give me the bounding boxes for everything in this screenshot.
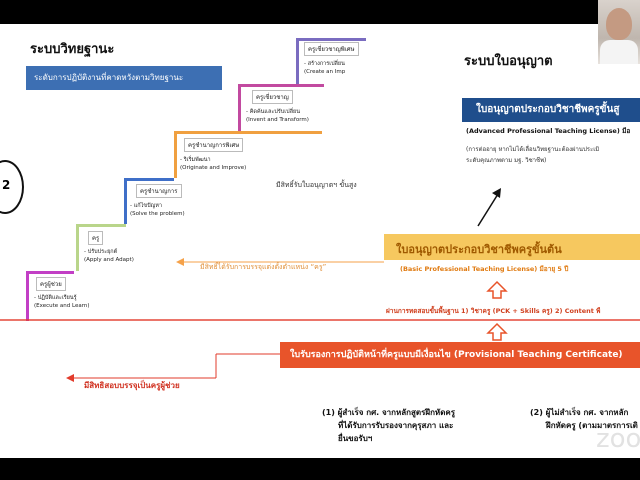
step-4-line2: (Originate and Improve) (180, 165, 247, 171)
step-5-line2: (Invent and Transform) (246, 117, 309, 123)
item-1-line2: ที่ได้รับการรับรองจากคุรุสภา และ (338, 421, 454, 430)
step-1-title: ครูผู้ช่วย (36, 277, 66, 291)
step-6-line2: (Create an Imp (304, 69, 346, 75)
step-4-line (174, 131, 322, 134)
assistant-eligibility-text: มีสิทธิสอบบรรจุเป็นครูผู้ช่วย (84, 381, 180, 390)
step-2-line2: (Apply and Adapt) (84, 257, 134, 263)
bottom-black-bar (0, 458, 640, 480)
step-2-line (76, 224, 126, 227)
step-3-desc: - แก้ไขปัญหา (Solve the problem) (130, 202, 185, 218)
left-title: ระบบวิทยฐานะ (30, 42, 115, 57)
step-6-title: ครูเชี่ยวชาญพิเศษ (304, 42, 359, 56)
step-2-title: ครู (88, 231, 104, 245)
red-arrow (66, 353, 280, 382)
teacher-appointment-text: มีสิทธิ์ได้รับการบรรจุแต่งตั้งตำแหน่ง “ค… (200, 263, 327, 271)
step-6-line1: - สร้างการเปลี่ยน (304, 61, 345, 67)
orange-arrow (176, 258, 384, 266)
step-2-desc: - ปรับประยุกต์ (Apply and Adapt) (84, 248, 134, 264)
number-badge: 2 (0, 160, 24, 214)
step-5-riser (238, 84, 241, 131)
qualification-item-2: (2) ผู้ไม่สำเร็จ กศ. จากหลัก ฝึกหัดครู (… (530, 406, 638, 432)
step-6-line (296, 38, 366, 41)
participant-face (606, 8, 632, 40)
item-1-line1: (1) ผู้สำเร็จ กศ. จากหลักสูตรฝึกหัดครู (322, 408, 456, 417)
step-6-desc: - สร้างการเปลี่ยน (Create an Imp (304, 60, 345, 76)
step-3-line2: (Solve the problem) (130, 211, 185, 217)
basic-license-bar: ใบอนุญาตประกอบวิชาชีพครูขั้นต้น (384, 234, 640, 260)
advanced-license-box: ใบอนุญาตประกอบวิชาชีพครูขั้นสู (462, 98, 640, 122)
step-3-line (124, 178, 174, 181)
advanced-note-1: (การต่ออายุ หากไม่ได้เลื่อนวิทยฐานะต้องผ… (466, 146, 600, 153)
step-4-title: ครูชำนาญการพิเศษ (184, 138, 244, 152)
step-1-desc: - ปฏิบัติและเรียนรู้ (Execute and Learn) (34, 294, 90, 310)
step-4-line1: - ริเริ่มพัฒนา (180, 157, 211, 163)
left-subtitle-box: ระดับการปฏิบัติงานที่คาดหวังตามวิทยฐานะ (26, 66, 222, 90)
item-1-line3: ยื่นขอรับฯ (338, 434, 373, 443)
item-2-line1: (2) ผู้ไม่สำเร็จ กศ. จากหลัก (530, 408, 629, 417)
badge-number: 2 (2, 178, 11, 192)
step-2-riser (76, 224, 79, 271)
exam-text: ผ่านการทดสอบขั้นพื้นฐาน 1) วิชาครู (PCK … (386, 307, 601, 315)
step-1-line1: - ปฏิบัติและเรียนรู้ (34, 295, 77, 301)
item-2-line2: ฝึกหัดครู (ตามมาตรการเติ (546, 421, 638, 430)
participant-video-tile[interactable] (598, 0, 640, 64)
step-5-title: ครูเชี่ยวชาญ (252, 90, 293, 104)
step-1-line (26, 271, 74, 274)
step-5-desc: - คิดค้นและปรับเปลี่ยน (Invent and Trans… (246, 108, 309, 124)
step-5-line1: - คิดค้นและปรับเปลี่ยน (246, 109, 300, 115)
participant-shirt (600, 40, 638, 64)
basic-license-title: ใบอนุญาตประกอบวิชาชีพครูขั้นต้น (396, 243, 562, 256)
step-3-line1: - แก้ไขปัญหา (130, 203, 163, 209)
advanced-note-2: ระดับคุณภาพตาม มฐ. วิชาชีพ) (466, 157, 547, 164)
top-black-bar (0, 0, 640, 24)
qualification-item-1: (1) ผู้สำเร็จ กศ. จากหลักสูตรฝึกหัดครู ท… (322, 406, 455, 445)
advanced-eligibility-text: มีสิทธิ์รับใบอนุญาตฯ ขั้นสูง (276, 181, 357, 189)
advanced-license-en: (Advanced Professional Teaching License)… (466, 127, 631, 135)
upgrade-arrow (477, 188, 501, 227)
step-2-line1: - ปรับประยุกต์ (84, 249, 118, 255)
basic-license-en: (Basic Professional Teaching License) มี… (400, 265, 569, 273)
provisional-cert-box: ใบรับรองการปฏิบัติหน้าที่ครูแบบมีเงื่อนไ… (280, 342, 640, 368)
up-arrow-upper (486, 280, 508, 299)
zoom-watermark: zoo (596, 424, 640, 454)
step-6-riser (296, 38, 299, 84)
red-divider-line (0, 319, 640, 321)
step-1-line2: (Execute and Learn) (34, 303, 90, 309)
step-4-riser (174, 131, 177, 178)
presentation-slide: ระบบวิทยฐานะ ระดับการปฏิบัติงานที่คาดหวั… (0, 24, 640, 458)
step-5-line (238, 84, 324, 87)
right-title: ระบบใบอนุญาต (464, 54, 553, 69)
step-3-riser (124, 178, 127, 224)
step-4-desc: - ริเริ่มพัฒนา (Originate and Improve) (180, 156, 246, 172)
step-1-riser (26, 271, 29, 321)
up-arrow-lower (486, 322, 508, 341)
step-3-title: ครูชำนาญการ (136, 184, 182, 198)
